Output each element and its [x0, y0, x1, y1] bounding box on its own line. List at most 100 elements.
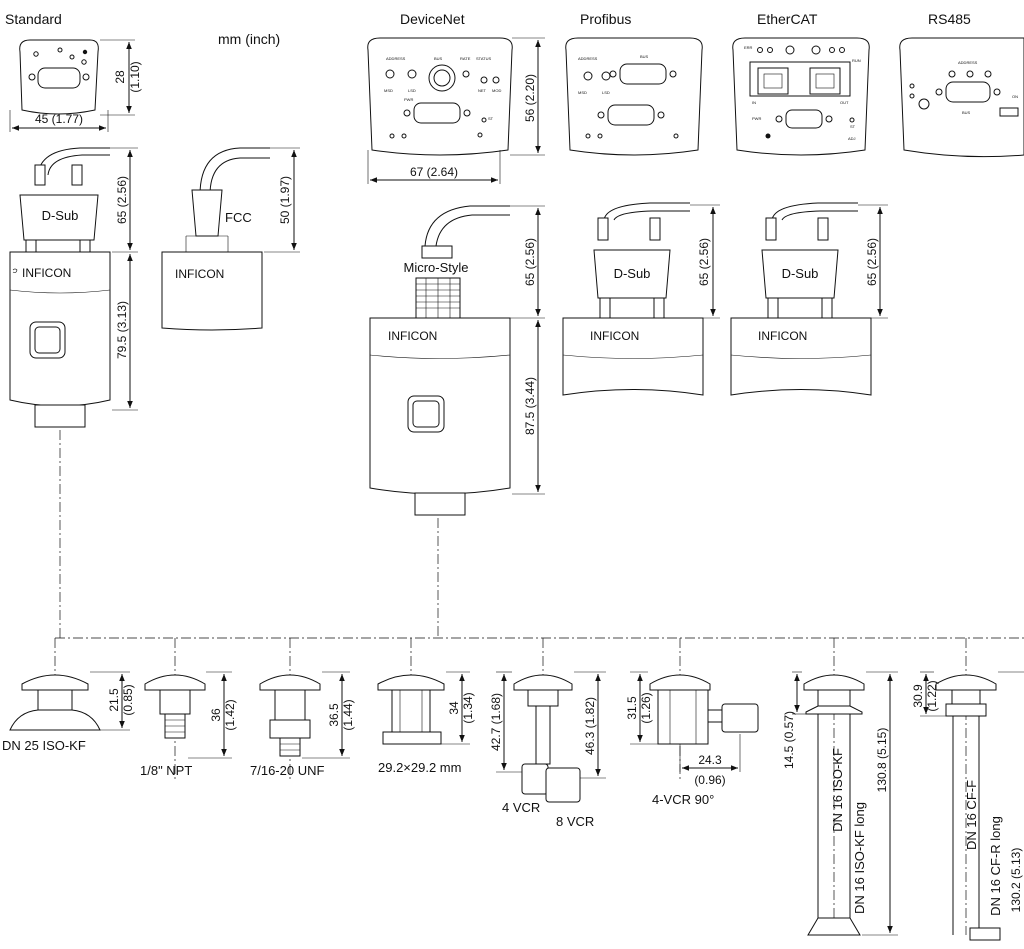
label-npt: 1/8" NPT [140, 763, 192, 778]
flange-vcr: 42.7 (1.68) 46.3 (1.82) 4 VCR 8 VCR [489, 671, 606, 829]
label-dn16-isokf: DN 16 ISO-KF [830, 748, 845, 832]
svg-text:(1.22): (1.22) [925, 680, 939, 711]
ethercat-gauge-body: INFICON [730, 317, 872, 396]
svg-text:MOD: MOD [492, 88, 501, 93]
devicenet-connector-dimension: 65 (2.56) [510, 205, 545, 319]
svg-text:65 (2.56): 65 (2.56) [115, 176, 129, 224]
flange-dn16-isokf: 14.5 (0.57) DN 16 ISO-KF DN 16 ISO-KF lo… [782, 671, 898, 936]
micro-style-connector: Micro-Style [403, 205, 510, 319]
svg-text:(0.85): (0.85) [121, 684, 135, 715]
svg-text:MSD: MSD [578, 90, 587, 95]
svg-text:24.3: 24.3 [698, 753, 722, 767]
svg-text:65 (2.56): 65 (2.56) [865, 238, 879, 286]
svg-text:30.9: 30.9 [911, 684, 925, 708]
header-profibus: Profibus [580, 11, 631, 27]
header-devicenet: DeviceNet [400, 11, 465, 27]
svg-text:BUS: BUS [640, 54, 649, 59]
profibus-gauge-body: INFICON [562, 317, 704, 396]
svg-text:130.2 (5.13): 130.2 (5.13) [1009, 848, 1023, 913]
devicenet-gauge-body: INFICON [369, 317, 511, 516]
svg-text:36.5: 36.5 [327, 703, 341, 727]
svg-text:ON: ON [1012, 94, 1018, 99]
svg-text:ADDRESS: ADDRESS [386, 56, 406, 61]
svg-text:BUS: BUS [434, 56, 443, 61]
svg-text:STATUS: STATUS [476, 56, 492, 61]
svg-text:31.5: 31.5 [625, 696, 639, 720]
fcc-label: FCC [225, 210, 252, 225]
std-width-dimension: 45 (1.77) [9, 110, 109, 132]
devicenet-width-dimension: 67 (2.64) [367, 150, 501, 184]
dsub-label: D-Sub [782, 266, 819, 281]
svg-text:(0.96): (0.96) [694, 773, 725, 787]
header-ethercat: EtherCAT [757, 11, 818, 27]
devicenet-body-dimension: 87.5 (3.44) [512, 320, 545, 495]
label-dn16-cf: DN 16 CF-F [964, 780, 979, 850]
svg-text:50 (1.97): 50 (1.97) [278, 176, 292, 224]
flange-npt: 36 (1.42) 1/8" NPT [140, 671, 237, 778]
fcc-connector: FCC INFICON [161, 147, 270, 331]
svg-text:65 (2.56): 65 (2.56) [523, 238, 537, 286]
flange-dn16-cf: 30.9 (1.22) DN 16 CF-F DN 16 CF-R long 1… [911, 671, 1024, 941]
svg-text:46.3 (1.82): 46.3 (1.82) [583, 697, 597, 755]
devicenet-front-panel: ADDRESS BUS RATE STATUS MSD LSD NET MOD … [367, 37, 513, 156]
dsub-label: D-Sub [614, 266, 651, 281]
svg-text:36: 36 [209, 708, 223, 722]
header-standard: Standard [5, 11, 62, 27]
profibus-dimension: 65 (2.56) [690, 204, 720, 319]
devicenet-height-dimension: 56 (2.20) [510, 37, 545, 156]
svg-text:56 (2.20): 56 (2.20) [523, 74, 537, 122]
profibus-front-panel: ADDRESS BUS MSD LSD [565, 37, 703, 156]
brand-logo: INFICON [175, 267, 224, 281]
svg-text:MSD: MSD [384, 88, 393, 93]
label-4vcr: 4 VCR [502, 800, 540, 815]
rs485-front-panel: ADDRESS BUS ON [899, 37, 1024, 158]
svg-text:34: 34 [447, 701, 461, 715]
svg-text:65 (2.56): 65 (2.56) [697, 238, 711, 286]
svg-text:NET: NET [478, 88, 487, 93]
label-dn16-isokf-long: DN 16 ISO-KF long [852, 802, 867, 914]
fcc-dimension: 50 (1.97) [264, 147, 300, 253]
svg-text:21.5: 21.5 [107, 688, 121, 712]
flange-unf: 36.5 (1.44) 7/16-20 UNF [250, 671, 355, 778]
unit-note: mm (inch) [218, 31, 280, 47]
brand-logo: INFICON [758, 329, 807, 343]
svg-text:PWR: PWR [752, 116, 761, 121]
brand-logo: INFICON [22, 266, 71, 280]
std-body-dimension: 79.5 (3.13) [112, 254, 138, 411]
svg-text:ADJ: ADJ [848, 136, 856, 141]
svg-text:BUS: BUS [962, 110, 971, 115]
svg-text:(1.44): (1.44) [341, 699, 355, 730]
std-height-dimension: 28 (1.10) [100, 39, 142, 116]
svg-text:42.7 (1.68): 42.7 (1.68) [489, 693, 503, 751]
standard-dsub-connector: D-Sub [19, 147, 110, 253]
svg-text:RUN: RUN [852, 58, 861, 63]
svg-text:PWR: PWR [404, 97, 413, 102]
svg-text:79.5 (3.13): 79.5 (3.13) [115, 301, 129, 359]
label-8vcr: 8 VCR [556, 814, 594, 829]
std-dsub-dimension: 65 (2.56) [110, 147, 138, 253]
svg-text:ADDRESS: ADDRESS [958, 60, 978, 65]
label-dn25-isokf: DN 25 ISO-KF [2, 738, 86, 753]
svg-text:OUT: OUT [840, 100, 849, 105]
svg-text:(1.10): (1.10) [128, 61, 142, 92]
svg-text:IN: IN [752, 100, 756, 105]
svg-text:ERR: ERR [744, 45, 753, 50]
label-dn16-cf-long: DN 16 CF-R long [988, 816, 1003, 916]
flange-square: 34 (1.34) 29.2×29.2 mm [377, 671, 475, 775]
label-square: 29.2×29.2 mm [378, 760, 461, 775]
standard-gauge-body: INFICON [9, 251, 111, 428]
flange-dn25-isokf: 21.5 (0.85) DN 25 ISO-KF [2, 671, 135, 753]
label-unf: 7/16-20 UNF [250, 763, 324, 778]
svg-text:14.5 (0.57): 14.5 (0.57) [782, 711, 796, 769]
brand-logo: INFICON [388, 329, 437, 343]
svg-text:(1.26): (1.26) [639, 692, 653, 723]
standard-front-panel [19, 39, 99, 115]
svg-text:130.8 (5.15): 130.8 (5.15) [875, 728, 889, 793]
svg-text:45 (1.77): 45 (1.77) [35, 112, 83, 126]
flange-vcr90: 31.5 (1.26) 24.3 (0.96) 4-VCR 90° [625, 671, 759, 807]
micro-style-label: Micro-Style [403, 260, 468, 275]
svg-text:28: 28 [113, 70, 127, 84]
svg-text:LSD: LSD [408, 88, 416, 93]
ethercat-dimension: 65 (2.56) [858, 204, 888, 319]
